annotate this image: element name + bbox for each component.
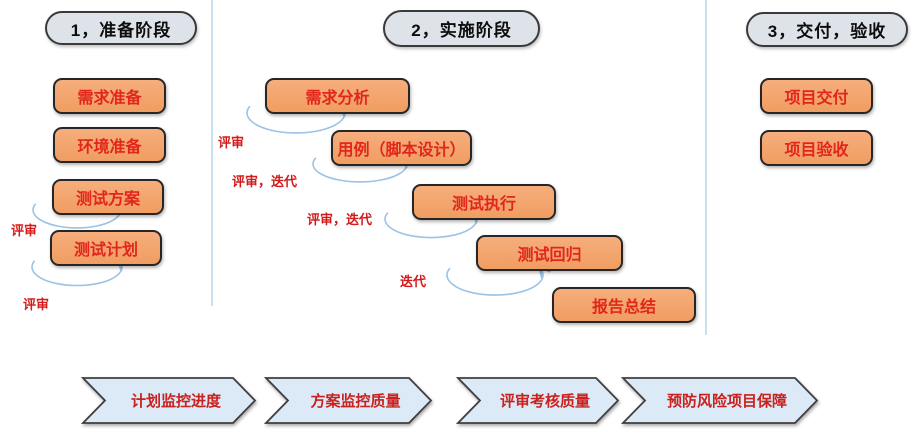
phase-pill-preparation: 1，准备阶段 <box>45 11 197 45</box>
phase-pill-delivery-acceptance-label: 3，交付，验收 <box>767 22 887 41</box>
loop-arrow-use-case-script-design <box>312 158 407 183</box>
chevron-banner-shape-3 <box>455 377 620 424</box>
banner-scheme-monitors-quality: 方案监控质量 <box>310 393 401 410</box>
annotation-review-requirements-analysis: 评审 <box>218 135 245 150</box>
phase-pill-preparation-label: 1，准备阶段 <box>70 20 172 40</box>
banner-risk-prevention-project-guarantee: 预防风险项目保障 <box>666 393 787 410</box>
loop-arrow-test-regression <box>446 268 543 296</box>
phase-pill-implementation-label: 2，实施阶段 <box>411 21 512 40</box>
box-report-summary: 报告总结 <box>552 287 696 323</box>
phase-pill-delivery-acceptance: 3，交付，验收 <box>746 12 908 47</box>
chevron-banner-shape-4 <box>620 377 819 424</box>
chevron-banner-shape-1 <box>80 377 257 424</box>
loop-arrow-test-execution <box>384 213 477 239</box>
box-test-scheme: 测试方案 <box>52 179 164 215</box>
banner-plan-monitors-progress: 计划监控进度 <box>130 393 221 410</box>
box-requirements-analysis: 需求分析 <box>265 78 410 114</box>
box-requirements-preparation: 需求准备 <box>53 78 166 114</box>
box-test-plan: 测试计划 <box>50 230 162 266</box>
annotation-review-test-plan: 评审 <box>23 297 50 312</box>
box-project-acceptance: 项目验收 <box>760 130 873 166</box>
banner-review-assesses-quality: 评审考核质量 <box>499 393 590 410</box>
annotation-iterate-test-regression: 迭代 <box>400 274 427 289</box>
box-test-regression: 测试回归 <box>476 235 623 271</box>
loop-arrow-requirements-analysis <box>246 106 345 134</box>
box-environment-preparation: 环境准备 <box>53 127 166 163</box>
annotation-review-test-scheme: 评审 <box>11 223 38 238</box>
box-test-execution: 测试执行 <box>412 184 556 220</box>
annotation-review-iterate-use-case: 评审，迭代 <box>232 174 298 189</box>
phase-pill-implementation: 2，实施阶段 <box>383 10 540 47</box>
annotation-review-iterate-test-execution: 评审，迭代 <box>307 212 373 227</box>
box-project-delivery: 项目交付 <box>760 78 873 114</box>
loop-arrow-test-plan <box>31 261 122 287</box>
chevron-banner-shape-2 <box>263 377 433 424</box>
box-use-case-script-design: 用例（脚本设计） <box>331 130 472 166</box>
